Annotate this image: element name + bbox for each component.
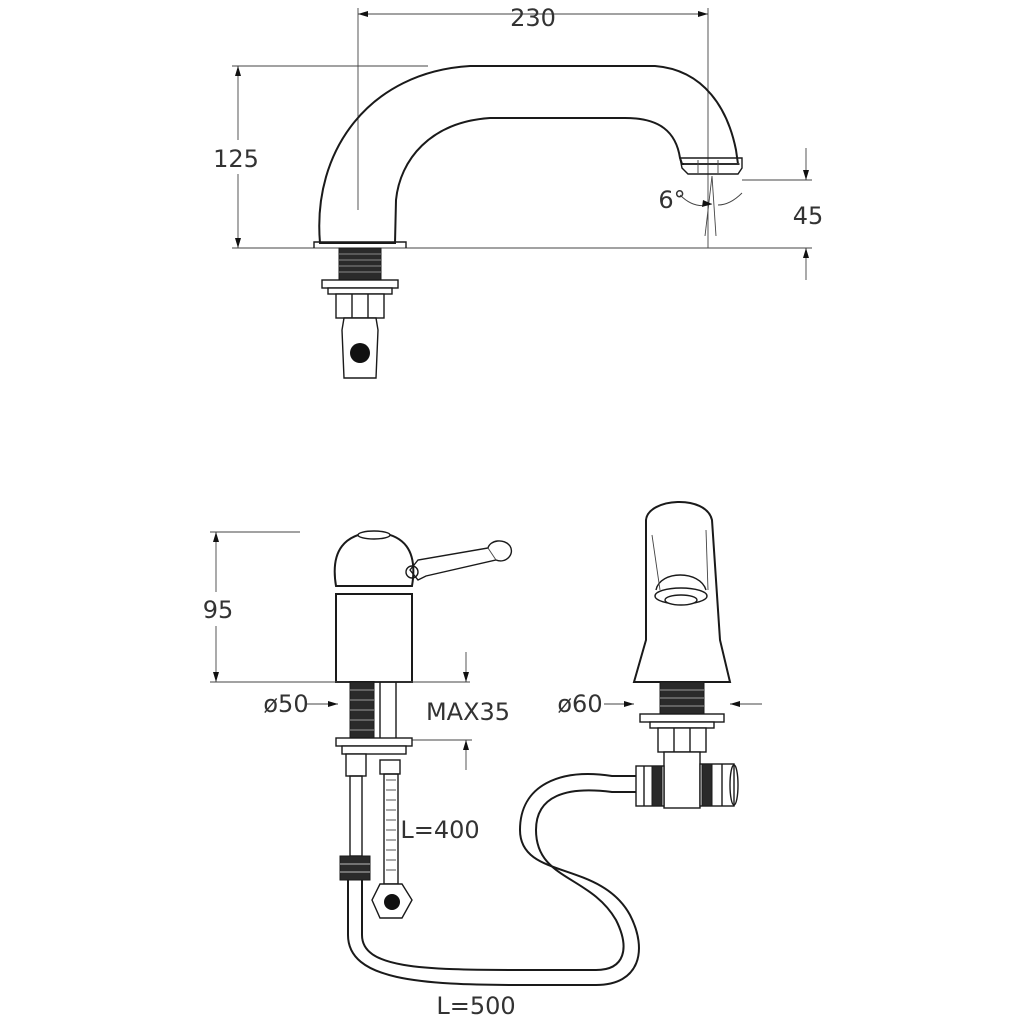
- spout-side-view: 230 125 6°: [208, 4, 823, 379]
- dimension-label-l500: L=500: [436, 992, 515, 1020]
- spout-body: [318, 65, 740, 244]
- outlet-angle: 6°: [658, 175, 743, 237]
- dimension-label-45: 45: [793, 202, 824, 230]
- hose-400: L=400: [339, 753, 480, 919]
- spout-front-view: [632, 501, 732, 683]
- spout-nozzle: [679, 157, 743, 175]
- dimension-max35: MAX35: [400, 652, 510, 770]
- lever-handle-valve: [333, 530, 513, 683]
- handle-shank: [335, 681, 413, 755]
- spout-threaded-shank: [321, 247, 399, 379]
- dimension-label-6-degree: 6°: [658, 186, 685, 214]
- dimension-label-95: 95: [203, 596, 234, 624]
- dimension-label-max35: MAX35: [426, 698, 510, 726]
- assembly-front-view: 95 ø50 MAX35: [196, 501, 762, 1020]
- dimension-d50: ø50: [210, 681, 470, 718]
- dimension-label-l400: L=400: [400, 816, 479, 844]
- dimension-label-d50: ø50: [263, 690, 308, 718]
- spout-base-flange: [313, 241, 407, 248]
- dimension-label-d60: ø60: [557, 690, 602, 718]
- dimension-45: 45: [742, 148, 823, 280]
- dimension-230: 230: [357, 4, 709, 248]
- dimension-d60: ø60: [557, 690, 762, 718]
- dimension-label-230: 230: [510, 4, 556, 32]
- dimension-95: 95: [196, 531, 300, 682]
- dimension-label-125: 125: [213, 145, 259, 173]
- hose-500: L=500: [347, 773, 640, 1020]
- spout-shank-tee: [635, 681, 739, 809]
- dimension-125: 125: [208, 65, 428, 248]
